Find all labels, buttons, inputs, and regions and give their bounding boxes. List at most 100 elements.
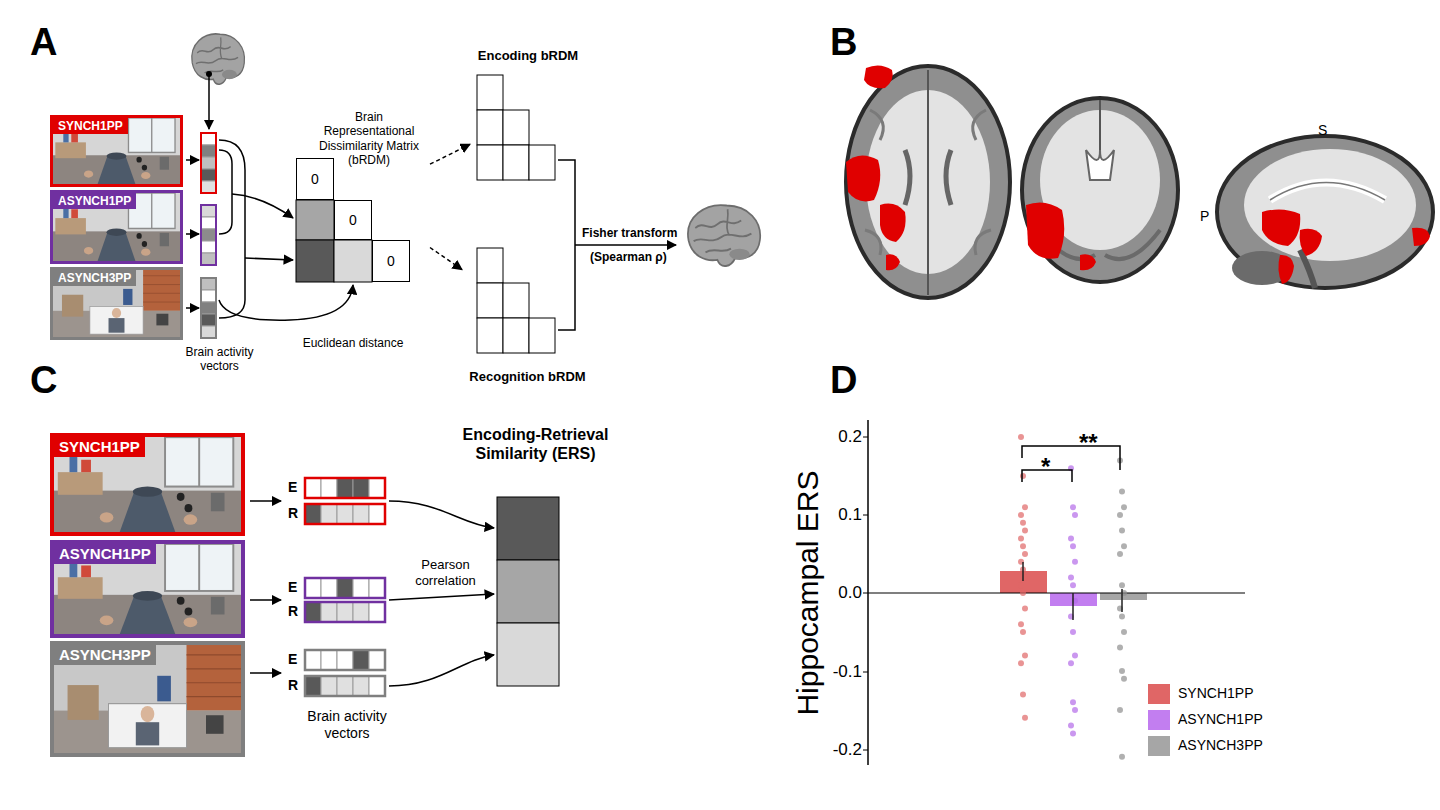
data-point	[1072, 512, 1078, 518]
data-point	[1022, 528, 1028, 534]
data-point	[1119, 613, 1125, 619]
data-point	[1020, 473, 1026, 479]
data-point	[1072, 559, 1078, 565]
axis-note: Brain activity vectors	[172, 345, 267, 374]
data-point	[1121, 504, 1127, 510]
tick-label: -0.2	[822, 740, 862, 760]
screenshot-panel: ASYNCH1PP	[50, 190, 183, 264]
method-note: Fisher transform	[582, 226, 677, 240]
condition-label: ASYNCH3PP	[54, 645, 156, 665]
data-point	[1022, 715, 1028, 721]
data-point	[1119, 668, 1125, 674]
panel-letter: B	[830, 20, 857, 66]
screenshot-panel: ASYNCH3PP	[50, 267, 183, 340]
matrix-block: Encoding bRDM	[470, 48, 586, 183]
data-point	[1068, 535, 1074, 541]
data-point	[1068, 723, 1074, 729]
vector-tag: E	[288, 479, 297, 496]
data-point	[1020, 590, 1026, 596]
data-point	[1072, 707, 1078, 713]
vector-tag: E	[288, 651, 297, 668]
vector-tag: R	[288, 505, 298, 522]
data-point	[1117, 512, 1123, 518]
data-point	[1070, 504, 1076, 510]
data-point	[1068, 660, 1074, 666]
dashed-connector	[430, 248, 462, 270]
legend-swatch	[1148, 710, 1170, 730]
legend-swatch	[1148, 684, 1170, 704]
screenshot-panel: SYNCH1PP	[50, 433, 245, 536]
data-point	[1020, 691, 1026, 697]
data-point	[1018, 512, 1024, 518]
cell-value: 0	[311, 171, 319, 188]
legend-text: SYNCH1PP	[1178, 685, 1253, 702]
orientation-letter: P	[1200, 208, 1209, 225]
data-point	[1018, 582, 1024, 588]
data-point	[1072, 652, 1078, 658]
data-point	[1070, 699, 1076, 705]
data-point	[1121, 676, 1127, 682]
cell-value: 0	[387, 253, 395, 270]
data-point	[1119, 582, 1125, 588]
data-point	[1022, 606, 1028, 612]
data-point	[1119, 528, 1125, 534]
data-point	[1022, 652, 1028, 658]
data-point	[1121, 629, 1127, 635]
matrix-cell: 0	[334, 200, 372, 240]
data-point	[1119, 489, 1125, 495]
screenshot-panel: ASYNCH3PP	[50, 641, 245, 757]
data-point	[1117, 551, 1123, 557]
data-point	[1018, 621, 1024, 627]
matrix-block: Recognition bRDM	[462, 245, 593, 385]
significance-mark: **	[1079, 429, 1098, 458]
panel-letter: C	[30, 358, 57, 404]
tick-label: -0.1	[822, 662, 862, 682]
vector-tag: E	[288, 579, 297, 596]
data-point	[1117, 707, 1123, 713]
data-point	[1018, 660, 1024, 666]
tick-label: 0.0	[822, 583, 862, 603]
data-point	[1020, 629, 1026, 635]
orientation-letter: S	[1318, 122, 1327, 139]
tick-label: 0.1	[822, 505, 862, 525]
method-note: (Spearman ρ)	[590, 250, 667, 264]
condition-label: ASYNCH1PP	[53, 193, 136, 209]
tick-label: 0.2	[822, 427, 862, 447]
data-point	[1020, 520, 1026, 526]
data-point	[1022, 504, 1028, 510]
block-heading: Encoding bRDM	[470, 48, 586, 64]
method-note: Euclidean distance	[298, 336, 408, 350]
data-point	[1068, 574, 1074, 580]
significance-mark: *	[1041, 453, 1050, 482]
data-point	[1119, 754, 1125, 760]
data-point	[1117, 645, 1123, 651]
data-point	[1121, 543, 1127, 549]
cell-value: 0	[349, 212, 357, 229]
data-point	[1070, 629, 1076, 635]
matrix-group: Brain Representational Dissimilarity Mat…	[290, 110, 430, 288]
block-heading: Recognition bRDM	[462, 369, 593, 385]
condition-label: SYNCH1PP	[53, 118, 128, 134]
data-point	[1070, 543, 1076, 549]
dashed-connector	[430, 144, 470, 164]
legend-text: ASYNCH1PP	[1178, 711, 1263, 728]
axis-note: Brain activity vectors	[297, 708, 397, 742]
condition-label: SYNCH1PP	[54, 437, 145, 457]
vector-tag: R	[288, 677, 298, 694]
screenshot-panel: SYNCH1PP	[50, 115, 183, 187]
axis-title: Hippocampal ERS	[790, 470, 826, 715]
legend-swatch	[1148, 736, 1170, 756]
panel-letter: A	[30, 20, 57, 66]
data-point	[1018, 434, 1024, 440]
data-point	[1020, 543, 1026, 549]
data-point	[1070, 582, 1076, 588]
legend-text: ASYNCH3PP	[1178, 737, 1263, 754]
matrix-cell: 0	[372, 240, 410, 282]
condition-label: ASYNCH1PP	[54, 544, 156, 564]
matrix-cell: 0	[296, 158, 334, 200]
vector-tag: R	[288, 603, 298, 620]
data-point	[1022, 551, 1028, 557]
method-note: Pearson correlation	[398, 557, 493, 588]
panel-letter: D	[830, 358, 857, 404]
